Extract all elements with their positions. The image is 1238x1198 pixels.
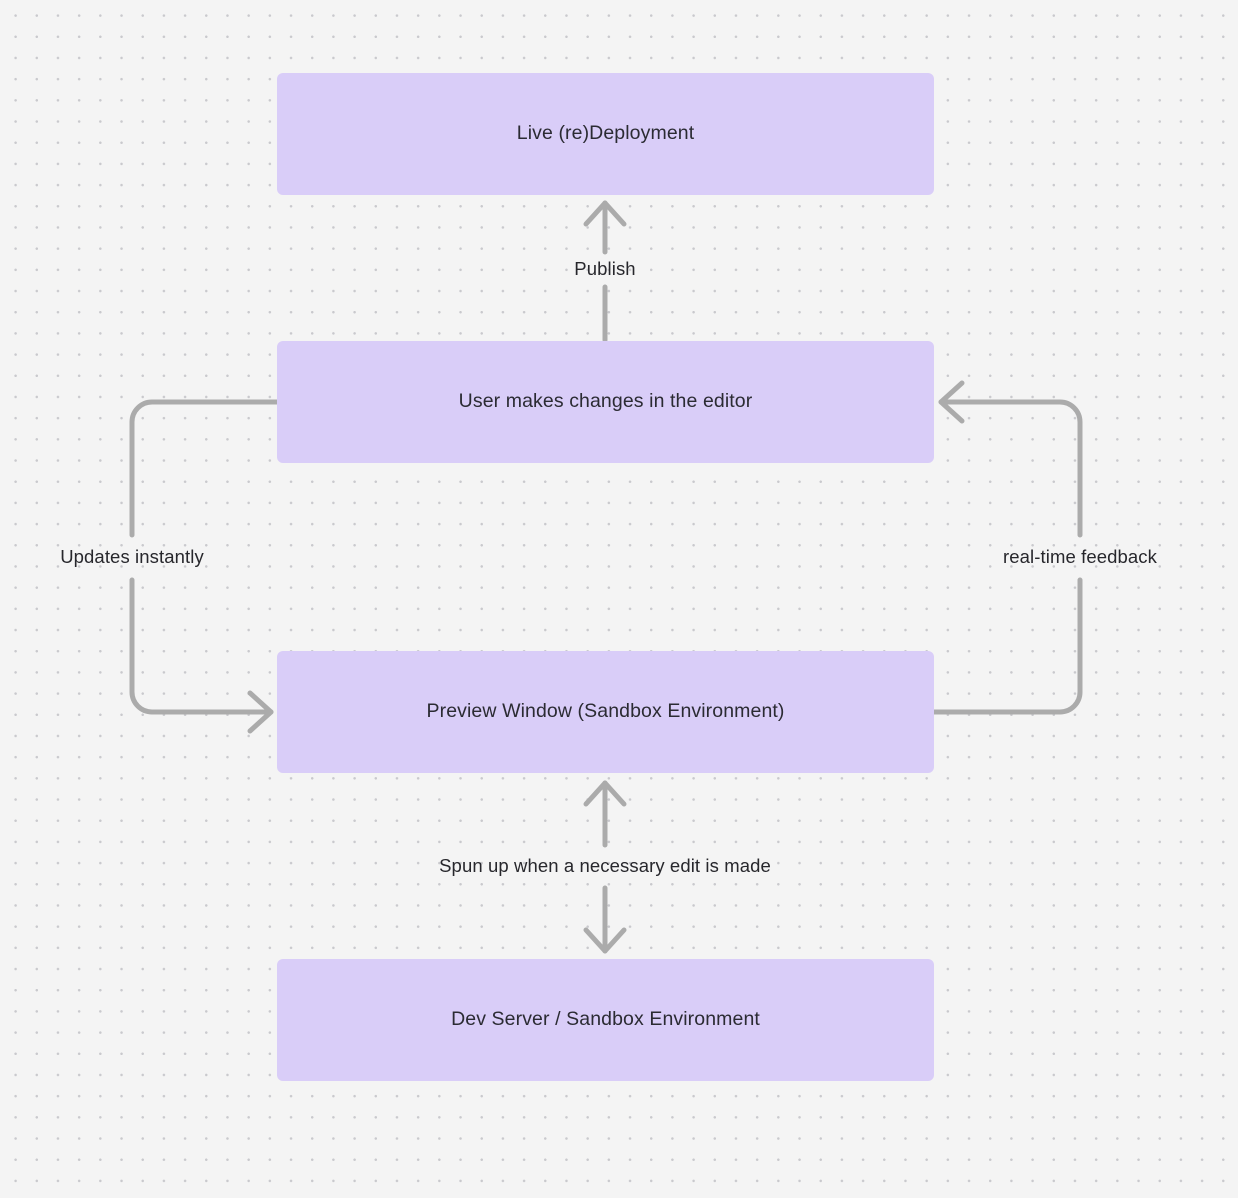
node-live-deployment-label: Live (re)Deployment bbox=[516, 122, 695, 145]
node-user-edits-label: User makes changes in the editor bbox=[458, 390, 753, 413]
edge-label-publish: Publish bbox=[574, 257, 636, 279]
edge-label-real-time-feedback: real-time feedback bbox=[1003, 545, 1157, 567]
node-dev-server[interactable]: Dev Server / Sandbox Environment bbox=[277, 959, 934, 1081]
node-preview-window-label: Preview Window (Sandbox Environment) bbox=[426, 700, 785, 723]
node-preview-window[interactable]: Preview Window (Sandbox Environment) bbox=[277, 651, 934, 773]
edge-real-time-feedback-line-lower bbox=[931, 577, 1083, 715]
edge-updates-instantly-line-lower bbox=[129, 577, 274, 715]
edge-updates-instantly-line-upper bbox=[129, 399, 280, 538]
edge-publish-arrowhead bbox=[583, 200, 627, 227]
edge-spun-up-arrowhead-up bbox=[583, 780, 627, 807]
node-live-deployment[interactable]: Live (re)Deployment bbox=[277, 73, 934, 195]
edge-label-updates-instantly: Updates instantly bbox=[60, 545, 204, 567]
node-dev-server-label: Dev Server / Sandbox Environment bbox=[451, 1008, 760, 1031]
node-user-edits[interactable]: User makes changes in the editor bbox=[277, 341, 934, 463]
edge-real-time-feedback-arrowhead bbox=[938, 380, 965, 424]
edge-updates-instantly-arrowhead bbox=[247, 690, 274, 734]
edge-label-spun-up: Spun up when a necessary edit is made bbox=[439, 854, 771, 876]
edge-real-time-feedback-line-upper bbox=[938, 399, 1083, 538]
edge-spun-up-arrowhead-down bbox=[583, 927, 627, 954]
